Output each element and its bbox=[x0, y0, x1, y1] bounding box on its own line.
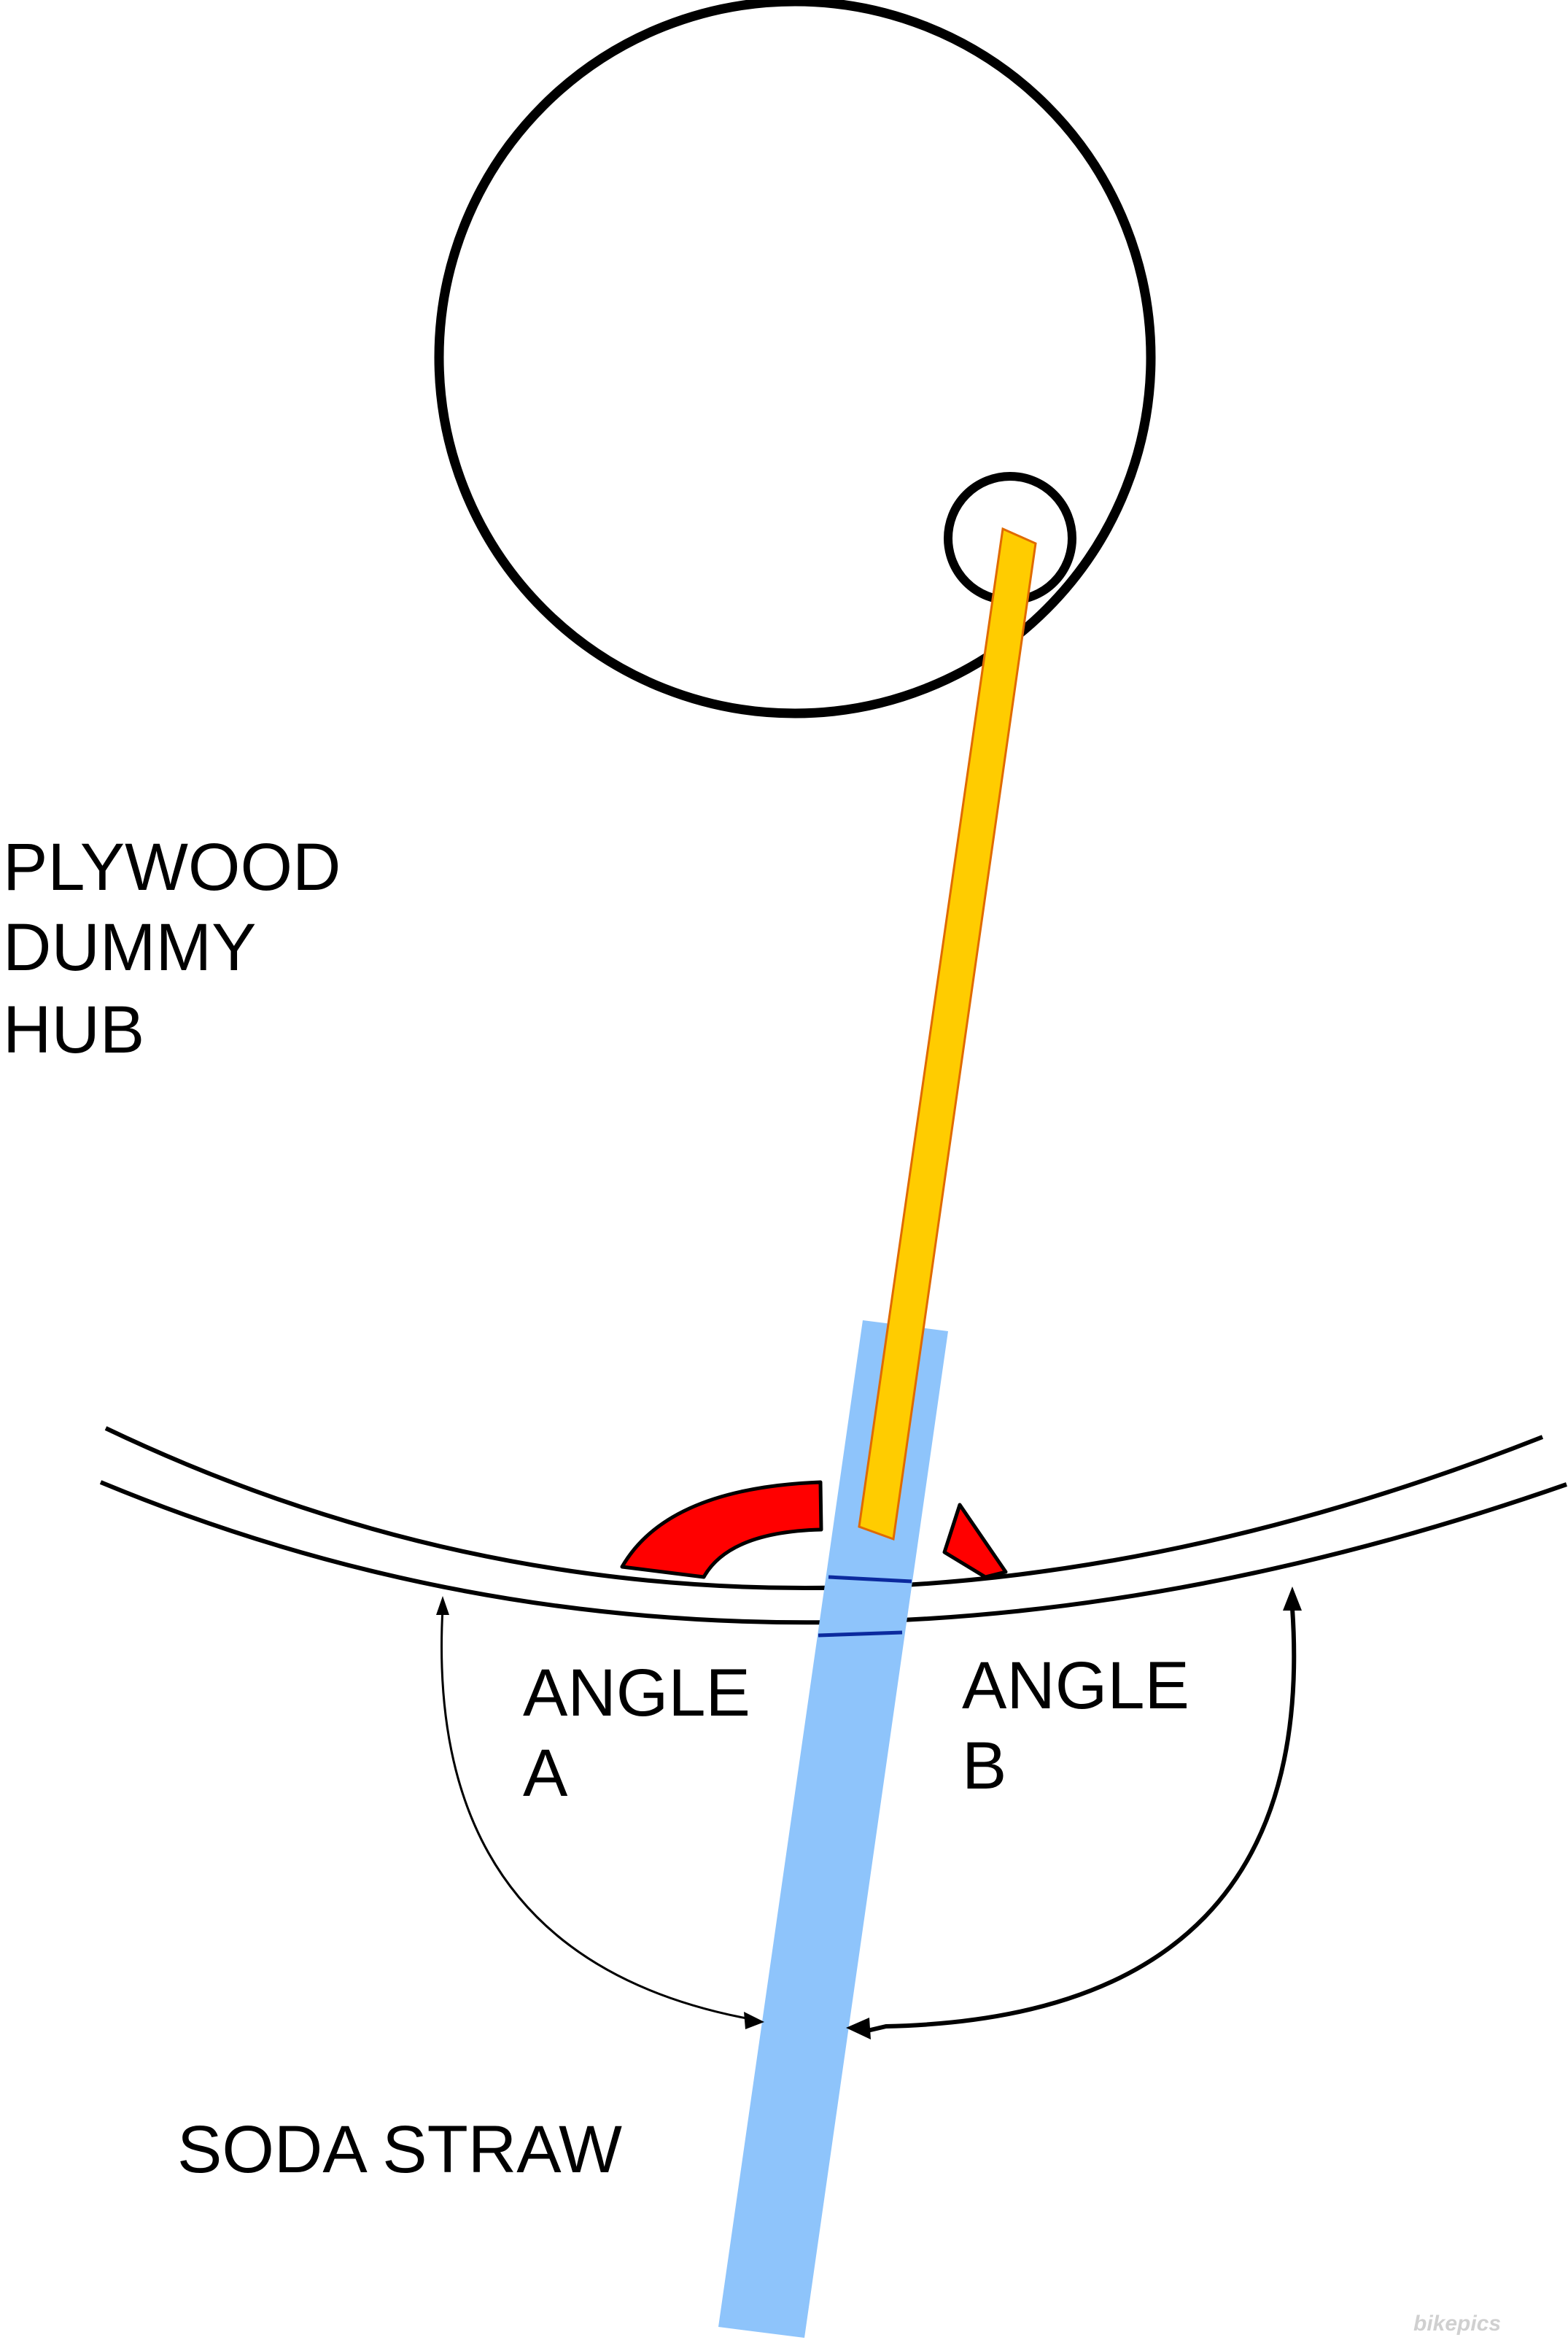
hub-label-line-2: DUMMY bbox=[3, 910, 255, 985]
watermark: bikepics bbox=[1413, 2312, 1501, 2336]
soda-straw bbox=[718, 1320, 948, 2338]
spoke bbox=[858, 527, 1037, 1541]
hub-label-line-1: PLYWOOD bbox=[3, 830, 341, 904]
angle-b-wedge bbox=[942, 1503, 1008, 1579]
soda-straw-label: SODA STRAW bbox=[177, 2112, 622, 2187]
straw-rim-mark-upper bbox=[828, 1575, 912, 1584]
hub-label-line-3: HUB bbox=[3, 993, 144, 1067]
straw-rim-mark-lower bbox=[818, 1630, 903, 1638]
angle-b-arrowhead-top bbox=[1283, 1587, 1302, 1611]
angle-b-label-line-2: B bbox=[962, 1729, 1006, 1803]
angle-a-label-line-2: A bbox=[523, 1736, 568, 1810]
rim-outer-line bbox=[104, 1426, 1544, 1590]
angle-a-arrowhead-bottom bbox=[744, 2012, 764, 2029]
angle-a-arrowhead-top bbox=[436, 1596, 449, 1615]
angle-b-label: ANGLE B bbox=[962, 1649, 1208, 1803]
hub-label: PLYWOOD DUMMY HUB bbox=[3, 830, 360, 1067]
angle-b-arc bbox=[863, 1608, 1297, 2034]
angle-b-label-line-1: ANGLE bbox=[962, 1649, 1189, 1723]
angle-a-label-line-1: ANGLE bbox=[523, 1656, 750, 1730]
angle-a-arc bbox=[440, 1608, 759, 2022]
angle-a-wedge bbox=[620, 1480, 823, 1579]
angle-b-arrowhead-bottom bbox=[846, 2018, 871, 2039]
rim-inner-line bbox=[99, 1480, 1567, 1625]
hub-disc bbox=[434, 0, 1156, 718]
angle-a-label: ANGLE A bbox=[523, 1656, 769, 1810]
